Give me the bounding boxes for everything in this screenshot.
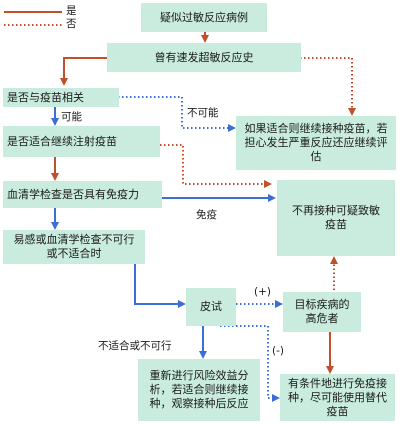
node-high-risk: 目标疾病的高危者 <box>283 292 361 332</box>
label-negative: (-) <box>272 345 284 357</box>
edge-susceptible-skin <box>134 263 186 308</box>
node-alternative: 有条件地进行免疫接种，尽可能使用替代疫苗 <box>280 374 395 421</box>
node-vaccine-related: 是否与疫苗相关 <box>3 88 119 107</box>
label-not-suitable: 不适合或不可行 <box>98 340 172 352</box>
label-possible: 可能 <box>61 111 82 123</box>
node-serology: 血清学检查是否具有免疫力 <box>3 181 162 208</box>
node-suitable-continue: 是否适合继续注射疫苗 <box>3 126 160 157</box>
node-skin-test: 皮试 <box>186 288 236 326</box>
legend-no-line <box>4 24 62 26</box>
label-impossible: 不可能 <box>187 107 219 119</box>
node-reassess: 重新进行风险效益分析，若适合则继续接种，观察接种后反应 <box>138 359 260 421</box>
legend-no-label: 否 <box>66 18 77 30</box>
node-continue-other: 如果适合则继续接种疫苗，若担心发生严重反应还应继续评估 <box>236 116 396 170</box>
edge-history-continue <box>300 57 356 116</box>
edge-skin-alternative <box>220 325 280 402</box>
edge-history-vaccine <box>60 57 108 86</box>
label-positive: (+) <box>254 286 271 298</box>
edge-suitable-continue <box>160 144 272 188</box>
legend-yes-line <box>4 11 62 13</box>
node-suspected: 疑似过敏反应病例 <box>141 3 267 32</box>
legend-yes-label: 是 <box>66 5 77 17</box>
label-immune: 免疫 <box>196 209 217 221</box>
node-no-more: 不再接种可疑致敏疫苗 <box>277 180 395 256</box>
edge-vaccine-continue <box>118 96 236 132</box>
node-history: 曾有速发超敏反应史 <box>107 43 301 72</box>
node-susceptible: 易感或血清学检查不可行或不适合时 <box>3 230 145 264</box>
